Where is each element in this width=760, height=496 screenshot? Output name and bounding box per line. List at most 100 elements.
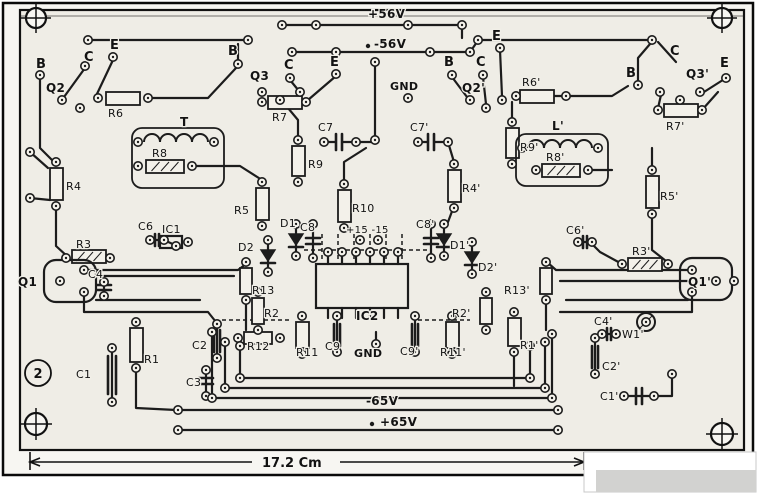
- pad-hole: [476, 38, 480, 42]
- trace: [62, 66, 87, 99]
- label-q1: Q1: [18, 275, 37, 289]
- pad-hole: [413, 350, 417, 354]
- label-rail-minus65: -65V: [366, 394, 399, 408]
- pad-hole: [60, 98, 64, 102]
- pad-hole: [429, 256, 433, 260]
- pad-hole: [102, 280, 106, 284]
- label-r4: R4: [66, 180, 81, 193]
- label-rail-minus56: -56V: [374, 37, 407, 51]
- pad-hole: [470, 272, 474, 276]
- label-rail-plus65: +65V: [380, 415, 418, 429]
- trace: [38, 77, 58, 166]
- inductor-coil: [143, 133, 209, 143]
- pad-hole: [260, 224, 264, 228]
- pad-hole: [28, 150, 32, 154]
- pad-hole: [450, 314, 454, 318]
- label-r8: R8: [152, 147, 167, 160]
- pad-hole: [86, 38, 90, 42]
- pad-hole: [280, 23, 284, 27]
- pad-hole: [78, 106, 82, 110]
- pad-hole: [146, 96, 150, 100]
- pad-hole: [210, 330, 214, 334]
- label-c9: C9: [325, 340, 340, 353]
- hatch: [160, 161, 170, 172]
- pad-hole: [376, 238, 380, 242]
- pad-hole: [368, 250, 372, 254]
- trace: [94, 58, 115, 98]
- pad-hole: [148, 238, 152, 242]
- scan-artifact-gray: [596, 470, 756, 492]
- trace: [636, 42, 652, 87]
- pad-hole: [556, 408, 560, 412]
- label-pin-b-4: B: [626, 66, 636, 81]
- pad-hole: [288, 76, 292, 80]
- pad-hole: [596, 146, 600, 150]
- pad-hole: [428, 50, 432, 54]
- pad-hole: [223, 340, 227, 344]
- pad-hole: [190, 164, 194, 168]
- pad-hole: [442, 254, 446, 258]
- pad-hole: [108, 256, 112, 260]
- label-r10: R10: [352, 202, 375, 215]
- pad-hole: [406, 23, 410, 27]
- label-r2p: R2': [452, 307, 471, 320]
- pad-hole: [512, 350, 516, 354]
- pad-hole: [296, 180, 300, 184]
- inductor-coil: [527, 139, 593, 149]
- resistor-body: [239, 267, 253, 295]
- label-d2p: D2': [478, 261, 497, 274]
- pad-hole: [311, 256, 315, 260]
- pad-hole: [550, 332, 554, 336]
- resistor-body: [251, 297, 265, 325]
- pad-hole: [236, 62, 240, 66]
- pad-hole: [468, 50, 472, 54]
- pad-hole: [590, 240, 594, 244]
- pad-hole: [134, 366, 138, 370]
- pad-hole: [670, 372, 674, 376]
- pad-hole: [294, 222, 298, 226]
- label-r3: R3: [76, 238, 91, 251]
- pad-hole: [442, 222, 446, 226]
- diode-triangle: [287, 233, 305, 247]
- label-c7p: C7': [410, 121, 429, 134]
- trace: [146, 66, 238, 100]
- pad-hole: [396, 250, 400, 254]
- pad-hole: [690, 268, 694, 272]
- hatch: [556, 165, 566, 176]
- label-c2p: C2': [602, 360, 621, 373]
- resistor-body: [645, 175, 660, 209]
- pad-hole: [260, 100, 264, 104]
- label-r13: R13: [252, 284, 275, 297]
- pad-hole: [498, 46, 502, 50]
- label-pin-c-3: C: [476, 55, 486, 70]
- resistor-body: [295, 321, 310, 349]
- trace: [286, 106, 300, 142]
- board-number-marker: 2: [24, 359, 52, 387]
- pad-hole: [481, 73, 485, 77]
- label-q1p: Q1': [688, 275, 711, 289]
- diode-triangle: [435, 233, 453, 247]
- pad-hole: [636, 83, 640, 87]
- pad-hole: [110, 400, 114, 404]
- pad-hole: [514, 94, 518, 98]
- pad-hole: [429, 222, 433, 226]
- resistor-body: [49, 167, 64, 201]
- pad-hole: [96, 96, 100, 100]
- pad-hole: [236, 336, 240, 340]
- label-w1p: W1': [622, 328, 644, 341]
- label-r5: R5: [234, 204, 249, 217]
- pad-hole: [215, 322, 219, 326]
- pad-hole: [416, 140, 420, 144]
- resistor-body: [291, 145, 306, 177]
- pad-hole: [215, 356, 219, 360]
- pad-hole: [450, 352, 454, 356]
- label-c4: C4: [88, 268, 103, 281]
- pad-hole: [544, 298, 548, 302]
- label-l-coil: L': [552, 119, 564, 133]
- pad-hole: [510, 162, 514, 166]
- board-number-circle: [24, 359, 52, 387]
- label-r6: R6: [108, 107, 123, 120]
- pad-hole: [622, 394, 626, 398]
- pad-hole: [543, 386, 547, 390]
